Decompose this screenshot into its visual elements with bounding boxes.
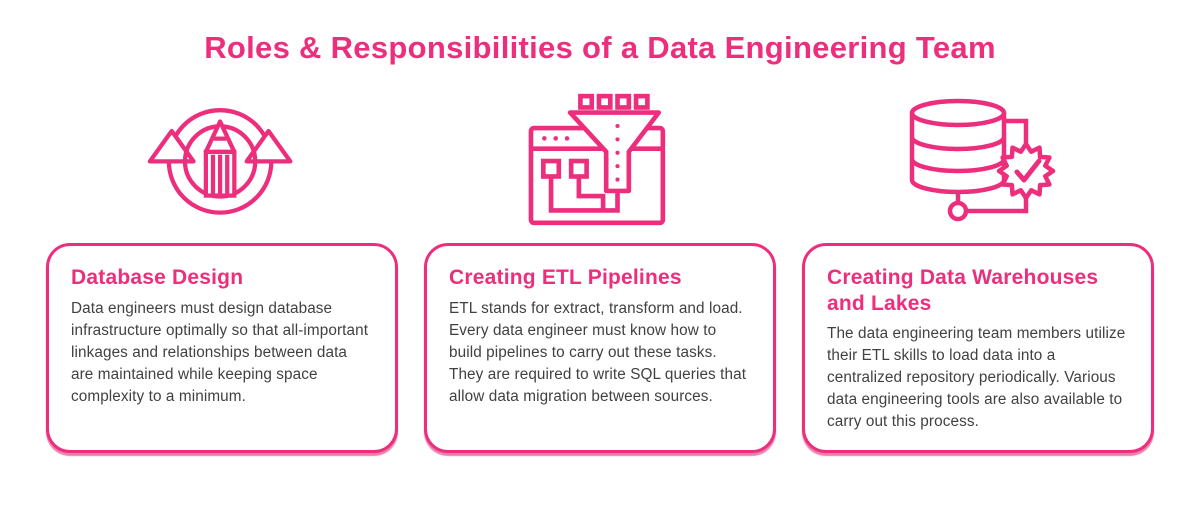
columns-row: Database Design Data engineers must desi…: [0, 92, 1200, 453]
card-body: The data engineering team members utiliz…: [827, 325, 1126, 431]
card-data-warehouses: Creating Data Warehouses and Lakes The d…: [802, 243, 1154, 453]
card-body: ETL stands for extract, transform and lo…: [449, 299, 747, 405]
database-gear-check-icon: [898, 92, 1058, 228]
column-data-warehouses: Creating Data Warehouses and Lakes The d…: [802, 92, 1154, 453]
page-title: Roles & Responsibilities of a Data Engin…: [204, 30, 996, 65]
column-etl-pipelines: Creating ETL Pipelines ETL stands for ex…: [424, 92, 776, 453]
card-body: Data engineers must design database infr…: [71, 299, 369, 405]
card-database-design: Database Design Data engineers must desi…: [46, 243, 398, 453]
etl-funnel-pipeline-icon: [521, 92, 679, 228]
card-title: Creating Data Warehouses and Lakes: [827, 266, 1099, 315]
card-title: Database Design: [71, 266, 244, 289]
column-database-design: Database Design Data engineers must desi…: [46, 92, 398, 453]
pencil-cycle-icon: [146, 92, 298, 228]
card-title: Creating ETL Pipelines: [449, 266, 682, 289]
card-etl-pipelines: Creating ETL Pipelines ETL stands for ex…: [424, 243, 776, 453]
